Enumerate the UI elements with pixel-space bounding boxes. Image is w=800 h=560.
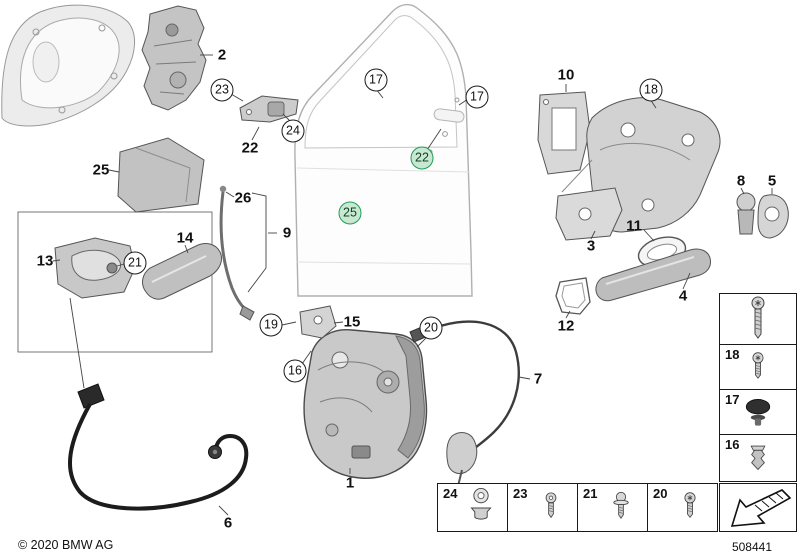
handle-seal-part <box>555 277 591 315</box>
callout-14[interactable]: 14 <box>176 229 194 247</box>
callout-4[interactable]: 4 <box>678 287 688 305</box>
callout-26[interactable]: 26 <box>234 189 252 207</box>
callout-12[interactable]: 12 <box>557 317 575 335</box>
torx-screw-icon <box>752 352 764 379</box>
copyright-notice: © 2020 BMW AG <box>18 538 114 552</box>
callout-17-a[interactable]: 17 <box>364 68 388 92</box>
carrier-bracket-part <box>537 91 591 175</box>
callout-6[interactable]: 6 <box>223 514 233 532</box>
fastener-box-23[interactable]: 23 <box>507 483 580 532</box>
fastener-box-21[interactable]: 21 <box>577 483 650 532</box>
speaker-cover-part <box>117 137 205 213</box>
fastener-box-label: 24 <box>443 486 458 501</box>
fastener-box-label: 23 <box>513 486 528 501</box>
callout-11[interactable]: 11 <box>626 217 642 235</box>
callout-19[interactable]: 19 <box>259 313 283 337</box>
fastener-box-label: 21 <box>583 486 598 501</box>
door-lock-actuator-part <box>141 5 207 111</box>
callout-10[interactable]: 10 <box>557 66 575 84</box>
callout-15[interactable]: 15 <box>343 313 361 331</box>
callout-25-door-highlighted[interactable]: 25 <box>338 201 362 225</box>
callout-23[interactable]: 23 <box>210 78 234 102</box>
callout-13[interactable]: 13 <box>36 252 54 270</box>
expanding-rivet-icon <box>750 445 766 471</box>
fastener-box-label: 17 <box>725 392 740 407</box>
outer-handle-carrier-part <box>561 97 721 233</box>
inner-handle-trim-part <box>142 243 223 300</box>
direction-arrow-box <box>719 483 797 532</box>
inner-handle-group-frame <box>17 211 213 353</box>
callout-8[interactable]: 8 <box>736 172 746 190</box>
dome-grommet-icon <box>745 399 771 426</box>
callout-25-speaker[interactable]: 25 <box>92 161 110 179</box>
callout-1[interactable]: 1 <box>345 474 355 492</box>
callout-16[interactable]: 16 <box>283 359 307 383</box>
washer-screw-icon <box>612 491 629 519</box>
lock-bracket-part <box>299 305 337 339</box>
inner-door-handle-part <box>54 237 136 299</box>
callout-21[interactable]: 21 <box>123 251 147 275</box>
fastener-box-16[interactable]: 16 <box>719 434 797 482</box>
fastener-box-17[interactable]: 17 <box>719 389 797 437</box>
door-panel-part <box>294 3 473 297</box>
callout-5[interactable]: 5 <box>767 172 777 190</box>
long-screw-icon <box>751 296 765 339</box>
handle-support-part <box>555 187 623 241</box>
callout-18[interactable]: 18 <box>639 78 663 102</box>
callout-7[interactable]: 7 <box>533 370 543 388</box>
callout-2[interactable]: 2 <box>217 46 227 64</box>
callout-9[interactable]: 9 <box>282 224 292 242</box>
door-inner-frame-part <box>1 4 135 127</box>
callout-17-b[interactable]: 17 <box>465 85 489 109</box>
outer-door-handle-part <box>595 248 711 302</box>
window-guide-rail-part <box>219 185 255 321</box>
fastener-box-20[interactable]: 20 <box>647 483 718 532</box>
callout-3[interactable]: 3 <box>586 237 596 255</box>
fastener-box-unlabeled[interactable] <box>719 293 797 347</box>
fastener-box-label: 16 <box>725 437 740 452</box>
torx-screw-icon <box>683 491 696 518</box>
direction-arrow-icon <box>730 489 792 527</box>
door-hinge-part <box>239 95 299 123</box>
fastener-box-24[interactable]: 24 <box>437 483 510 532</box>
fastener-box-label: 18 <box>725 347 740 362</box>
pan-screw-icon <box>545 491 556 518</box>
bowden-cable-part <box>68 383 249 511</box>
lock-cylinder-part <box>736 192 756 235</box>
callout-22-hinge[interactable]: 22 <box>241 139 259 157</box>
diagram-number: 508441 <box>731 540 772 554</box>
fastener-box-label: 20 <box>653 486 668 501</box>
fastener-box-18[interactable]: 18 <box>719 344 797 392</box>
callout-24[interactable]: 24 <box>281 119 305 143</box>
grommet-nut-icon <box>469 487 492 520</box>
cylinder-cap-part <box>757 194 789 239</box>
door-lock-part <box>303 329 428 479</box>
callout-20[interactable]: 20 <box>419 316 443 340</box>
callout-22-door-highlighted[interactable]: 22 <box>410 146 434 170</box>
